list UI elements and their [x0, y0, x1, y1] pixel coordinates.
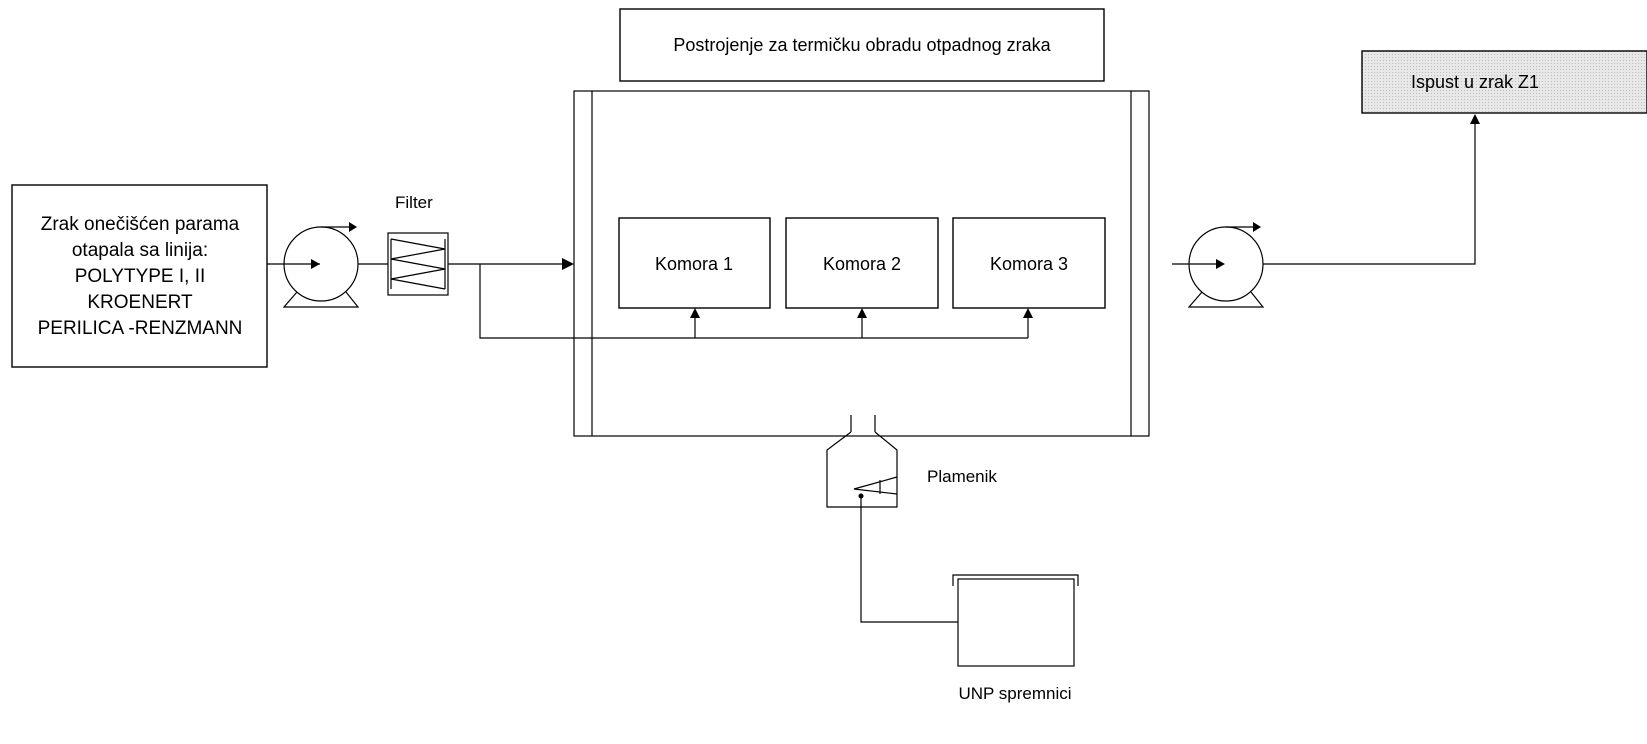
- chamber-3: Komora 3: [952, 217, 1106, 309]
- chamber-3-label: Komora 3: [990, 254, 1068, 274]
- plant-title: Postrojenje za termičku obradu otpadnog …: [673, 35, 1051, 55]
- inlet-piping: [448, 258, 1033, 339]
- filter-icon: [387, 232, 449, 296]
- source-box: Zrak onečišćen parama otapala sa linija:…: [11, 184, 268, 368]
- filter-label: Filter: [395, 193, 433, 212]
- outlet-label: Ispust u zrak Z1: [1411, 72, 1539, 92]
- source-line-4: KROENERT: [87, 292, 193, 313]
- source-line-1: Zrak onečišćen parama: [41, 214, 240, 235]
- source-line-5: PERILICA -RENZMANN: [38, 318, 243, 339]
- chamber-2-label: Komora 2: [823, 254, 901, 274]
- tank-icon: [952, 574, 1079, 667]
- chamber-1-label: Komora 1: [655, 254, 733, 274]
- plant-enclosure: [573, 90, 1150, 437]
- plant-title-box: Postrojenje za termičku obradu otpadnog …: [619, 8, 1105, 82]
- outlet-box: Ispust u zrak Z1: [1361, 50, 1647, 114]
- tank-label: UNP spremnici: [958, 684, 1071, 703]
- outlet-fan-icon: [1172, 222, 1265, 308]
- burner-icon: [826, 415, 898, 508]
- source-line-3: POLYTYPE I, II: [75, 266, 206, 287]
- chamber-2: Komora 2: [785, 217, 939, 309]
- burner-label: Plamenik: [927, 467, 997, 486]
- outlet-piping: [1263, 114, 1480, 265]
- gas-line: [858, 493, 958, 623]
- inlet-fan-icon: [267, 222, 388, 308]
- chamber-1: Komora 1: [618, 217, 771, 309]
- source-line-2: otapala sa linija:: [72, 240, 208, 261]
